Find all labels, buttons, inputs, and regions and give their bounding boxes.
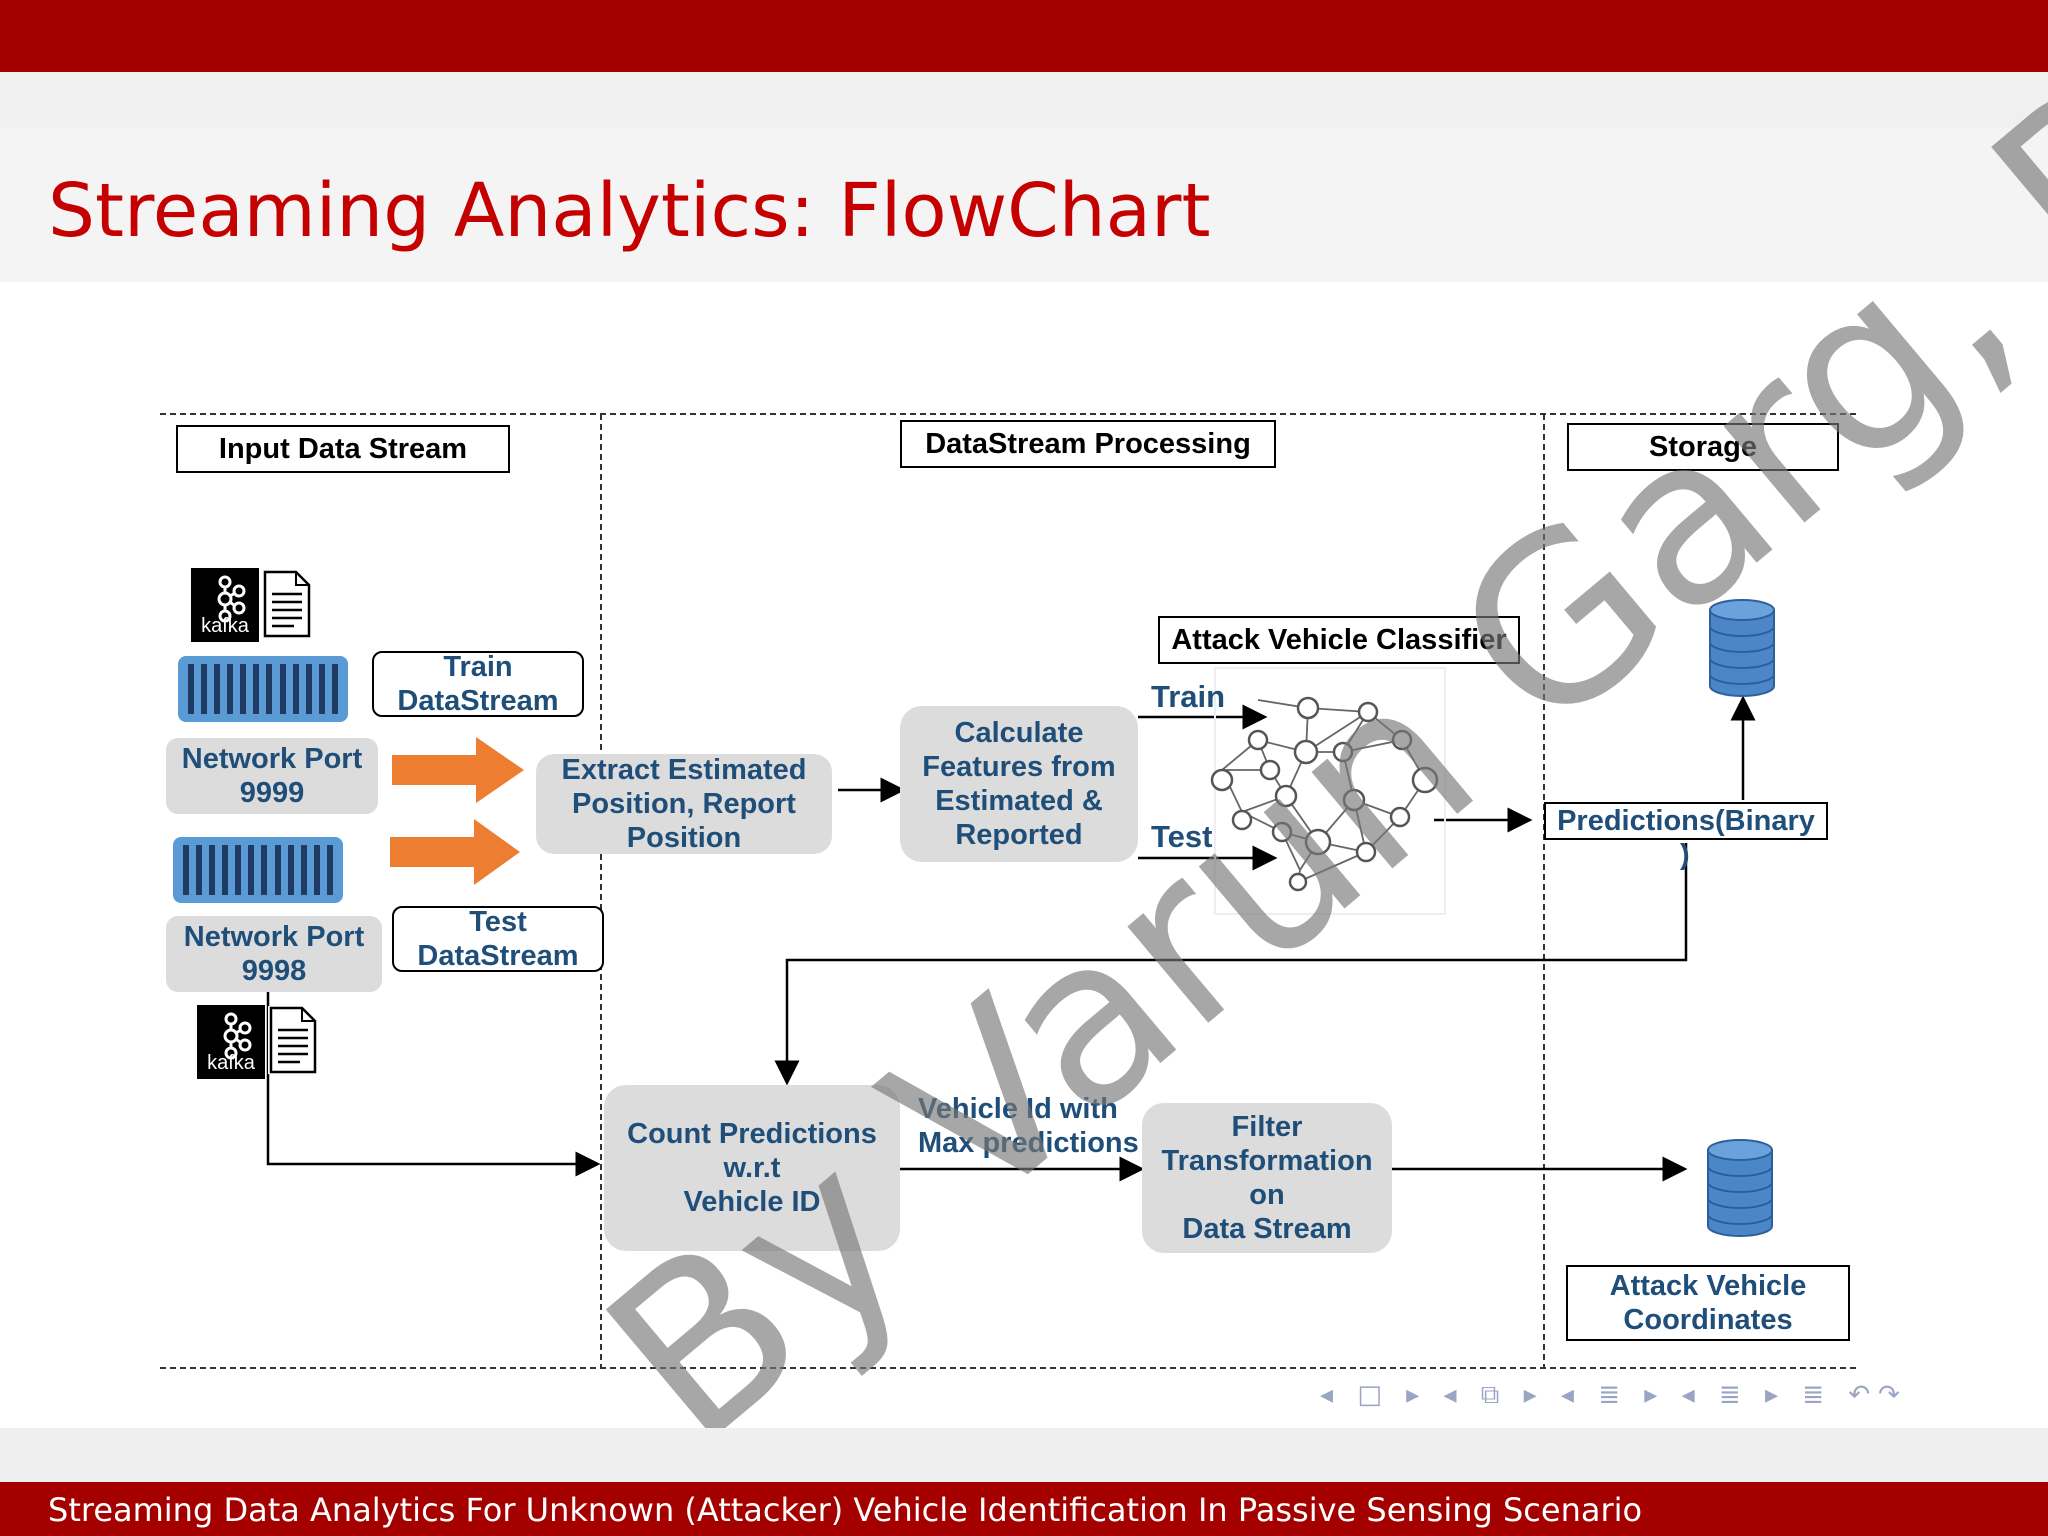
kafka-logo-top: kafka [191,568,259,642]
section-input-header: Input Data Stream [176,425,510,473]
top-bar [0,0,2048,72]
test-edge-label: Test [1151,819,1213,854]
footer-gray-band [0,1428,2048,1482]
extract-position-node: Extract Estimated Position, Report Posit… [536,754,832,854]
footer-bar [0,1482,2048,1536]
count-predictions-node: Count Predictions w.r.t Vehicle ID [604,1085,900,1251]
test-flow-arrow [390,819,520,885]
message-queue-bottom-icon [173,837,343,903]
neural-network-icon [1210,667,1446,915]
network-port-9998: Network Port 9998 [166,916,382,992]
classifier-title: Attack Vehicle Classifier [1158,616,1520,664]
document-icon-top [262,570,312,638]
train-datastream-label: Train DataStream [372,651,584,717]
slide-navigation-controls[interactable]: ◂ □ ▸ ◂ ⧉ ▸ ◂ ≣ ▸ ◂ ≣ ▸ ≣ ↶↷ [1320,1380,1908,1410]
train-edge-label: Train [1151,679,1226,714]
footer-text: Streaming Data Analytics For Unknown (At… [48,1491,1643,1529]
database-icon-predictions [1709,599,1775,697]
kafka-label: kafka [207,1052,255,1074]
max-predictions-label: Vehicle Id with Max predictions [918,1093,1139,1159]
calculate-features-node: Calculate Features from Estimated & Repo… [900,706,1138,862]
attack-vehicle-coordinates-node: Attack Vehicle Coordinates [1566,1265,1850,1341]
train-flow-arrow [392,737,524,803]
test-datastream-label: Test DataStream [392,906,604,972]
kafka-label: kafka [201,615,249,637]
network-port-9999: Network Port 9999 [166,738,378,814]
section-storage-header: Storage [1567,423,1839,471]
message-queue-top-icon [178,656,348,722]
predictions-node-suffix: ) [1680,839,1690,871]
filter-transformation-node: Filter Transformation on Data Stream [1142,1103,1392,1253]
database-icon-coordinates [1707,1139,1773,1237]
kafka-logo-bottom: kafka [197,1005,265,1079]
title-band [0,72,2048,282]
document-icon-bottom [268,1006,318,1074]
slide-title: Streaming Analytics: FlowChart [48,168,1211,254]
predictions-node: Predictions(Binary [1544,802,1828,840]
section-processing-header: DataStream Processing [900,420,1276,468]
